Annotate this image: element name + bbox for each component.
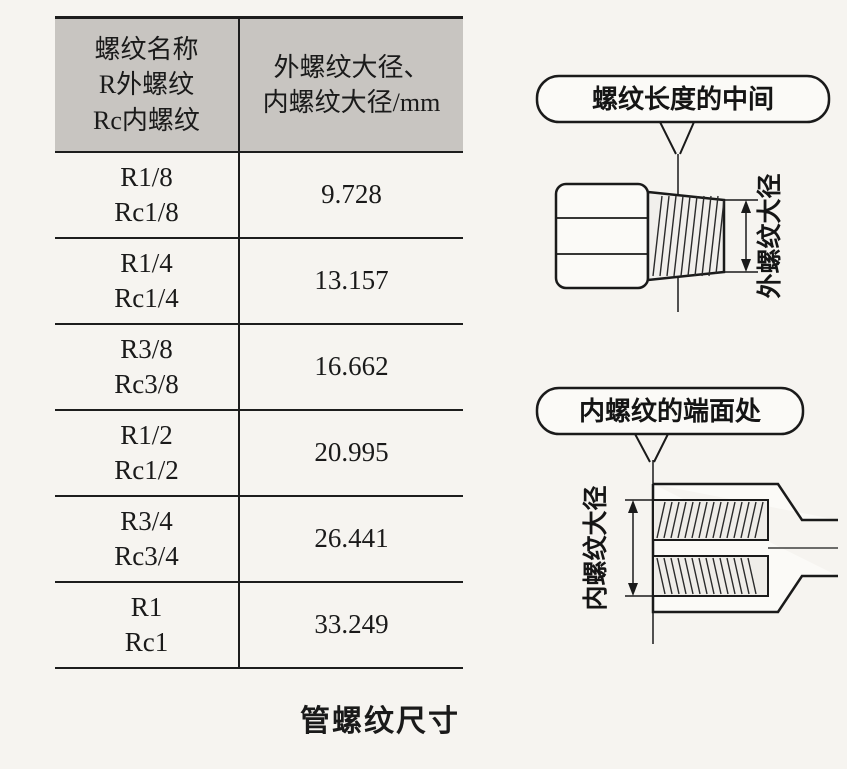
thread-hatch-icon xyxy=(656,557,757,595)
table-row-name: R3/8 Rc3/8 xyxy=(55,325,240,411)
table-row-value: 16.662 xyxy=(240,325,463,411)
extension-lines xyxy=(625,499,653,597)
table-row-value: 13.157 xyxy=(240,239,463,325)
thread-hatch-icon xyxy=(652,195,725,277)
external-thread-diagram: 螺纹长度的中间 外螺纹大径 xyxy=(535,74,831,312)
extension-lines xyxy=(724,199,758,273)
table-row-name: R1/4 Rc1/4 xyxy=(55,239,240,325)
callout-pointer-icon xyxy=(659,121,695,155)
table-header-thread-name: 螺纹名称 R外螺纹 Rc内螺纹 xyxy=(55,19,240,153)
table-row-value: 9.728 xyxy=(240,153,463,239)
table-row-name: R1/8 Rc1/8 xyxy=(55,153,240,239)
table-row-name: R1/2 Rc1/2 xyxy=(55,411,240,497)
dimension-label: 外螺纹大径 xyxy=(755,173,784,298)
table-row-name: R3/4 Rc3/4 xyxy=(55,497,240,583)
arrowhead-down-icon xyxy=(628,583,638,596)
arrowhead-down-icon xyxy=(741,259,751,272)
hex-facet-lines xyxy=(556,217,648,255)
table-row-value: 33.249 xyxy=(240,583,463,669)
callout-label: 内螺纹的端面处 xyxy=(579,396,761,426)
arrowhead-up-icon xyxy=(741,200,751,213)
table-row-value: 26.441 xyxy=(240,497,463,583)
pipe-thread-table: 螺纹名称 R外螺纹 Rc内螺纹 外螺纹大径、 内螺纹大径/mm R1/8 Rc1… xyxy=(55,16,463,669)
table-row-value: 20.995 xyxy=(240,411,463,497)
thread-hatch-icon xyxy=(656,501,764,539)
callout-label: 螺纹长度的中间 xyxy=(592,84,774,114)
dimension-label: 内螺纹大径 xyxy=(582,485,610,610)
internal-thread-diagram: 内螺纹的端面处 内螺纹大径 xyxy=(535,386,838,644)
table-row-name: R1 Rc1 xyxy=(55,583,240,669)
arrowhead-up-icon xyxy=(628,500,638,513)
callout-pointer-icon xyxy=(634,433,669,463)
hex-head xyxy=(554,182,650,290)
figure-caption: 管螺纹尺寸 xyxy=(300,705,460,738)
callout-bubble xyxy=(535,74,831,124)
callout-bubble xyxy=(535,386,805,436)
table-header-diameter: 外螺纹大径、 内螺纹大径/mm xyxy=(240,19,463,153)
